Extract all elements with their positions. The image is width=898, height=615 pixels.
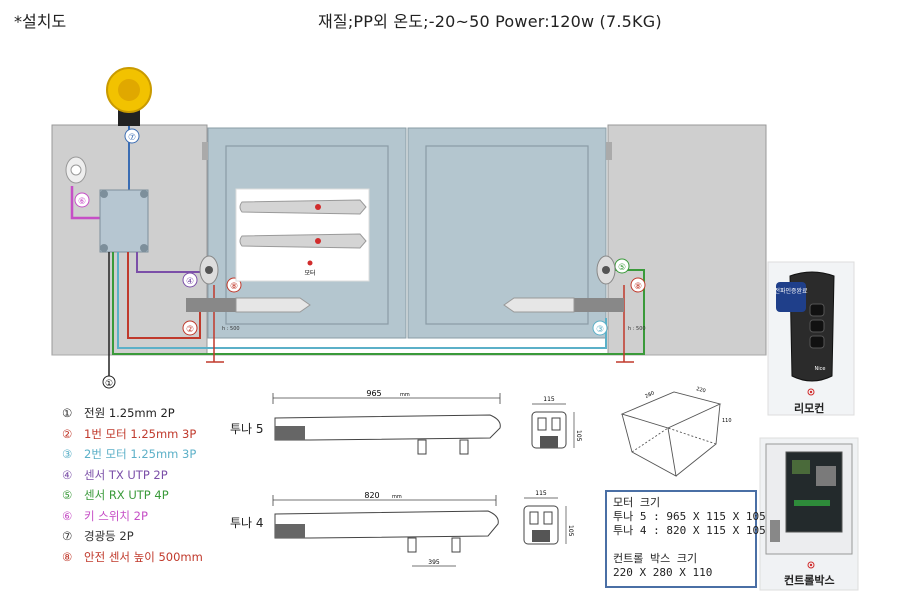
wall-control-box-icon bbox=[99, 189, 149, 253]
motor-drawing-5 bbox=[274, 414, 501, 455]
right-wall bbox=[607, 124, 767, 356]
svg-text:115: 115 bbox=[543, 396, 555, 403]
svg-text:mm: mm bbox=[400, 392, 410, 398]
page-title: *설치도 bbox=[14, 12, 67, 31]
svg-text:395: 395 bbox=[428, 559, 440, 566]
callout-2: ② bbox=[186, 325, 194, 335]
spec-box-dims: 220 X 280 X 110 bbox=[613, 566, 713, 579]
gate-motor-right bbox=[503, 297, 624, 313]
spec-box-title: 컨트롤 박스 크기 bbox=[613, 552, 698, 565]
photocell-right-icon bbox=[596, 255, 616, 285]
key-switch-icon bbox=[65, 156, 87, 184]
remote-brand: Nice bbox=[815, 366, 826, 372]
callout-3: ③ bbox=[596, 325, 604, 335]
motor-photo-1 bbox=[239, 199, 367, 215]
remote-caption: 리모컨 bbox=[794, 402, 825, 415]
motor-photo-caption: 모터 bbox=[304, 269, 315, 277]
spec-motor-4: 투나 4 : 820 X 115 X 105 bbox=[613, 524, 766, 537]
length-4-label: 820 bbox=[364, 491, 379, 500]
callout-5: ⑤ bbox=[618, 263, 626, 273]
spec-motor-title: 모터 크기 bbox=[613, 496, 661, 509]
callout-8-right: ⑧ bbox=[634, 282, 642, 292]
svg-text:mm: mm bbox=[392, 494, 402, 500]
control-box-photo-icon bbox=[765, 443, 853, 555]
box-dim-width: 220 bbox=[695, 386, 706, 394]
box-dim-height: 110 bbox=[722, 418, 732, 424]
motor-photo-2 bbox=[239, 233, 367, 249]
size-spec-box: 모터 크기 투나 5 : 965 X 115 X 105 투나 4 : 820 … bbox=[605, 490, 766, 588]
controlbox-caption: 컨트롤박스 bbox=[784, 574, 835, 587]
motor-drawing-4: 395 bbox=[274, 510, 499, 567]
callout-1: ① bbox=[105, 379, 113, 389]
svg-text:105: 105 bbox=[575, 430, 582, 442]
model-5-label: 투나 5 bbox=[230, 422, 264, 436]
control-box-iso-drawing bbox=[620, 391, 722, 477]
svg-text:전파인증완료: 전파인증완료 bbox=[774, 287, 808, 295]
warning-light-icon bbox=[106, 67, 152, 126]
callout-7: ⑦ bbox=[128, 133, 136, 143]
motor-end-view-5: 115 105 bbox=[531, 396, 582, 449]
certification-badge: 전파인증완료 bbox=[774, 282, 808, 312]
length-5-label: 965 bbox=[366, 389, 381, 398]
svg-text:115: 115 bbox=[535, 490, 547, 497]
box-dim-depth: 280 bbox=[644, 390, 655, 399]
photocell-left-icon bbox=[199, 255, 219, 285]
ruler-left-label: h : 500 bbox=[222, 326, 240, 332]
spec-motor-5: 투나 5 : 965 X 115 X 105 bbox=[613, 510, 766, 523]
motor-end-view-4: 115 105 bbox=[523, 490, 574, 545]
ruler-right-label: h : 500 bbox=[628, 326, 646, 332]
svg-text:105: 105 bbox=[567, 525, 574, 537]
callout-6: ⑥ bbox=[78, 197, 86, 207]
gate-motor-left bbox=[186, 297, 311, 313]
callout-4: ④ bbox=[186, 277, 194, 287]
model-4-label: 투나 4 bbox=[230, 516, 264, 530]
spec-line: 재질;PP외 온도;-20~50 Power:120w (7.5KG) bbox=[318, 12, 662, 31]
callout-8-left: ⑧ bbox=[230, 282, 238, 292]
